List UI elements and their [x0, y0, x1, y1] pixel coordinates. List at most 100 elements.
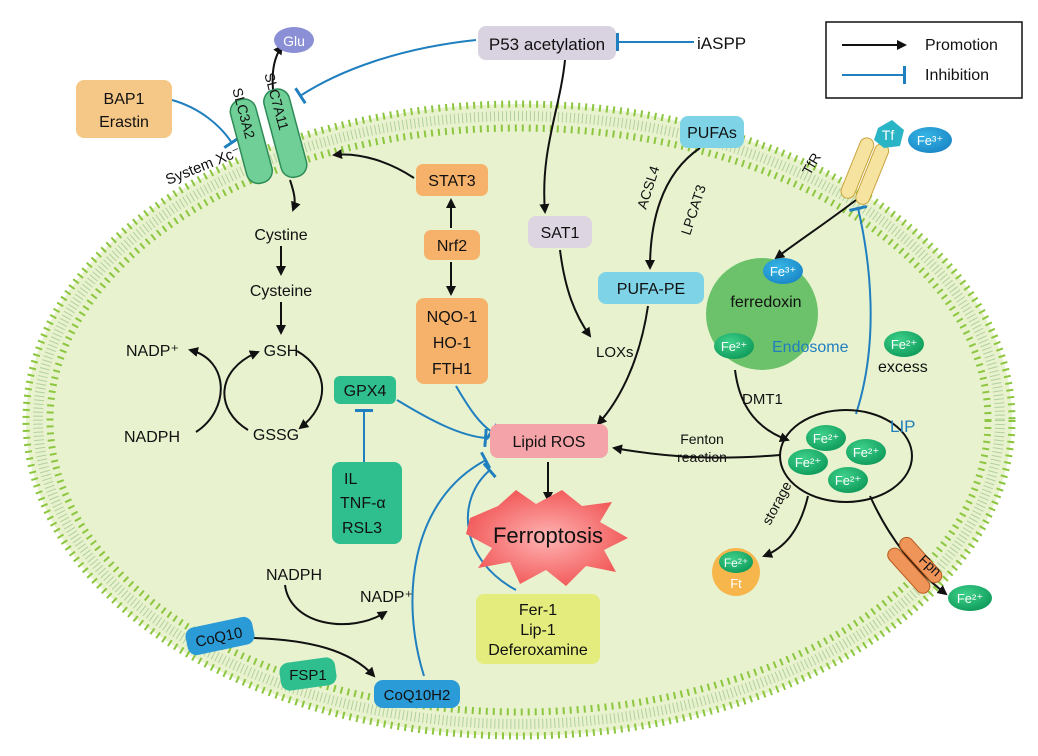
nadp-bottom-label: NADP⁺	[360, 589, 413, 606]
endosome-to-lip	[734, 369, 790, 443]
erastin-label: Erastin	[99, 114, 149, 131]
lip-to-lipidros	[612, 444, 781, 459]
nrf2-label: Nrf2	[437, 238, 467, 255]
glu-label: Glu	[283, 33, 305, 49]
lip-to-ft	[762, 495, 809, 558]
fe3-tf-label: Fe³⁺	[917, 133, 943, 148]
ft-label: Ft	[730, 576, 742, 591]
stat3-node: STAT3	[416, 164, 488, 196]
nadp-top-label: NADP⁺	[126, 343, 179, 360]
glu-node: Glu	[274, 27, 314, 53]
membrane-inner-heads	[46, 124, 992, 716]
bap1-label: BAP1	[104, 91, 145, 108]
ho1-label: HO-1	[433, 335, 471, 352]
dmt1-label: DMT1	[742, 391, 783, 408]
fe3-endosome-icon	[763, 258, 803, 284]
loxs-label: LOXs	[596, 344, 634, 361]
pufas-label: PUFAs	[687, 125, 737, 142]
stat3-label: STAT3	[428, 173, 476, 190]
nrf2-node: Nrf2	[424, 230, 480, 260]
slc-to-cystine	[289, 179, 301, 212]
fe2-ft-icon	[719, 551, 753, 573]
stat3-to-slc7a11	[332, 149, 415, 179]
bap1-inhibits-systemxc	[171, 99, 241, 149]
fe2-lip-icon-2	[788, 449, 828, 475]
coq10-node: CoQ10	[185, 616, 255, 656]
tfr-to-endosome	[774, 199, 857, 260]
fe2-endosome-label: Fe²⁺	[721, 339, 747, 354]
fe2-lip-icon-4	[828, 467, 868, 493]
endosome: Fe³⁺ ferredoxin Fe²⁺	[706, 258, 818, 370]
p53-label: P53 acetylation	[489, 35, 605, 54]
fsp1-node: FSP1	[279, 657, 337, 691]
membrane-outer-heads	[22, 100, 1016, 740]
nrf2-targets-node: NQO-1 HO-1 FTH1	[416, 298, 488, 384]
p53-to-sat1	[539, 59, 566, 214]
fe2-lip-label-4: Fe²⁺	[835, 473, 861, 488]
fe2-endosome-icon	[714, 333, 754, 359]
tnf-label: TNF-α	[340, 495, 386, 512]
nadph-to-nadp-bottom	[284, 584, 388, 626]
coq10h2-label: CoQ10H2	[384, 687, 451, 704]
rsl3-label: RSL3	[342, 520, 382, 537]
coq10h2-inhibits-lipidros	[411, 451, 492, 677]
nadph-bottom-label: NADPH	[266, 567, 322, 584]
cystine-label: Cystine	[254, 227, 307, 244]
pufa-pe-node: PUFA-PE	[598, 272, 704, 304]
fenton-label-1: Fenton	[680, 431, 724, 447]
pufas-node: PUFAs	[680, 116, 744, 148]
fenton-label-2: reaction	[677, 449, 727, 465]
tf-shape	[874, 120, 904, 148]
fe2-lip-label-3: Fe²⁺	[853, 445, 879, 460]
lip-inhibits-tfr	[849, 205, 872, 415]
sat1-label: SAT1	[541, 225, 580, 242]
ferredoxin-label: ferredoxin	[730, 294, 801, 311]
ferroptosis-label: Ferroptosis	[493, 523, 603, 548]
fpn-transporter: Fpn	[887, 536, 945, 594]
nadph-to-nadp	[188, 347, 222, 433]
fe2-excess-label: Fe²⁺	[891, 337, 917, 352]
nqo1-label: NQO-1	[427, 309, 478, 326]
pufa-pe-label: PUFA-PE	[617, 281, 685, 298]
gssg-label: GSSG	[253, 427, 299, 444]
gpx4-inhibits-lipidros	[396, 399, 488, 448]
gsh-label: GSH	[264, 343, 299, 360]
coq10-to-coq10h2	[253, 637, 376, 678]
fe2-lip-label-2: Fe²⁺	[795, 455, 821, 470]
p53-acetylation-node: P53 acetylation	[478, 26, 616, 60]
iaspp-label: iASPP	[697, 34, 746, 53]
fe2-lip-icon-3	[846, 439, 886, 465]
fe2-lip-icon-1	[806, 425, 846, 451]
il-tnf-rsl3-node: IL TNF-α RSL3	[332, 462, 402, 544]
endosome-label: Endosome	[772, 339, 849, 356]
fe2-exported-label: Fe²⁺	[957, 591, 983, 606]
il-label: IL	[344, 471, 357, 488]
ferroptosis-burst-shape	[466, 490, 628, 586]
gssg-to-gsh	[223, 350, 260, 431]
pufape-to-lipidros	[596, 305, 649, 426]
pufas-to-pufape	[645, 147, 701, 270]
ferritin-node: Fe²⁺ Ft	[712, 548, 760, 596]
p53-inhibits-slc7a11	[294, 39, 477, 105]
fe2-ft-label: Fe²⁺	[724, 556, 748, 570]
lipid-ros-label: Lipid ROS	[513, 434, 586, 451]
fe3-endosome-label: Fe³⁺	[770, 264, 796, 279]
coq10h2-node: CoQ10H2	[374, 680, 460, 708]
lipid-ros-node: Lipid ROS	[490, 424, 608, 458]
gpx4-node: GPX4	[334, 376, 396, 404]
legend: Promotion Inhibition	[825, 21, 1023, 99]
gpx4-label: GPX4	[344, 383, 387, 400]
tf-label: Tf	[882, 127, 895, 143]
fsp1-label: FSP1	[289, 667, 327, 684]
fer1-lip1-deferoxamine-node: Fer-1 Lip-1 Deferoxamine	[476, 594, 600, 664]
ferroptosis-node: Ferroptosis	[466, 490, 628, 586]
bap1-erastin-node: BAP1 Erastin	[76, 80, 172, 138]
gsh-to-gssg	[296, 350, 324, 430]
fe2-excess-icon	[884, 331, 924, 357]
tfr-transporter: TfR Tf Fe³⁺	[799, 120, 952, 205]
fe2-exported-icon	[948, 585, 992, 611]
sat1-node: SAT1	[528, 216, 592, 248]
fth1-label: FTH1	[432, 361, 472, 378]
